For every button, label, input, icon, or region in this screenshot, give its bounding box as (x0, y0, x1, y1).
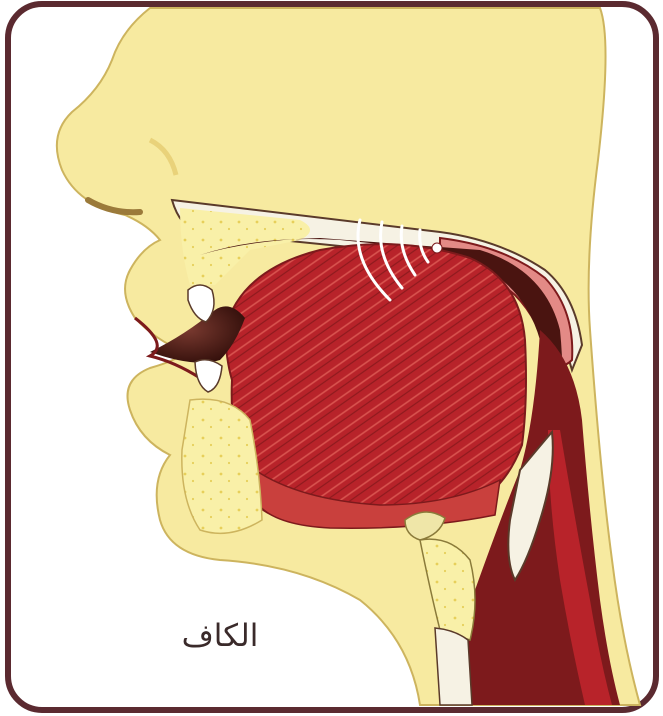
articulation-point (432, 243, 442, 253)
lower-jaw (182, 399, 262, 533)
caption-label: الكاف (150, 618, 290, 654)
trachea-tube (435, 628, 472, 705)
